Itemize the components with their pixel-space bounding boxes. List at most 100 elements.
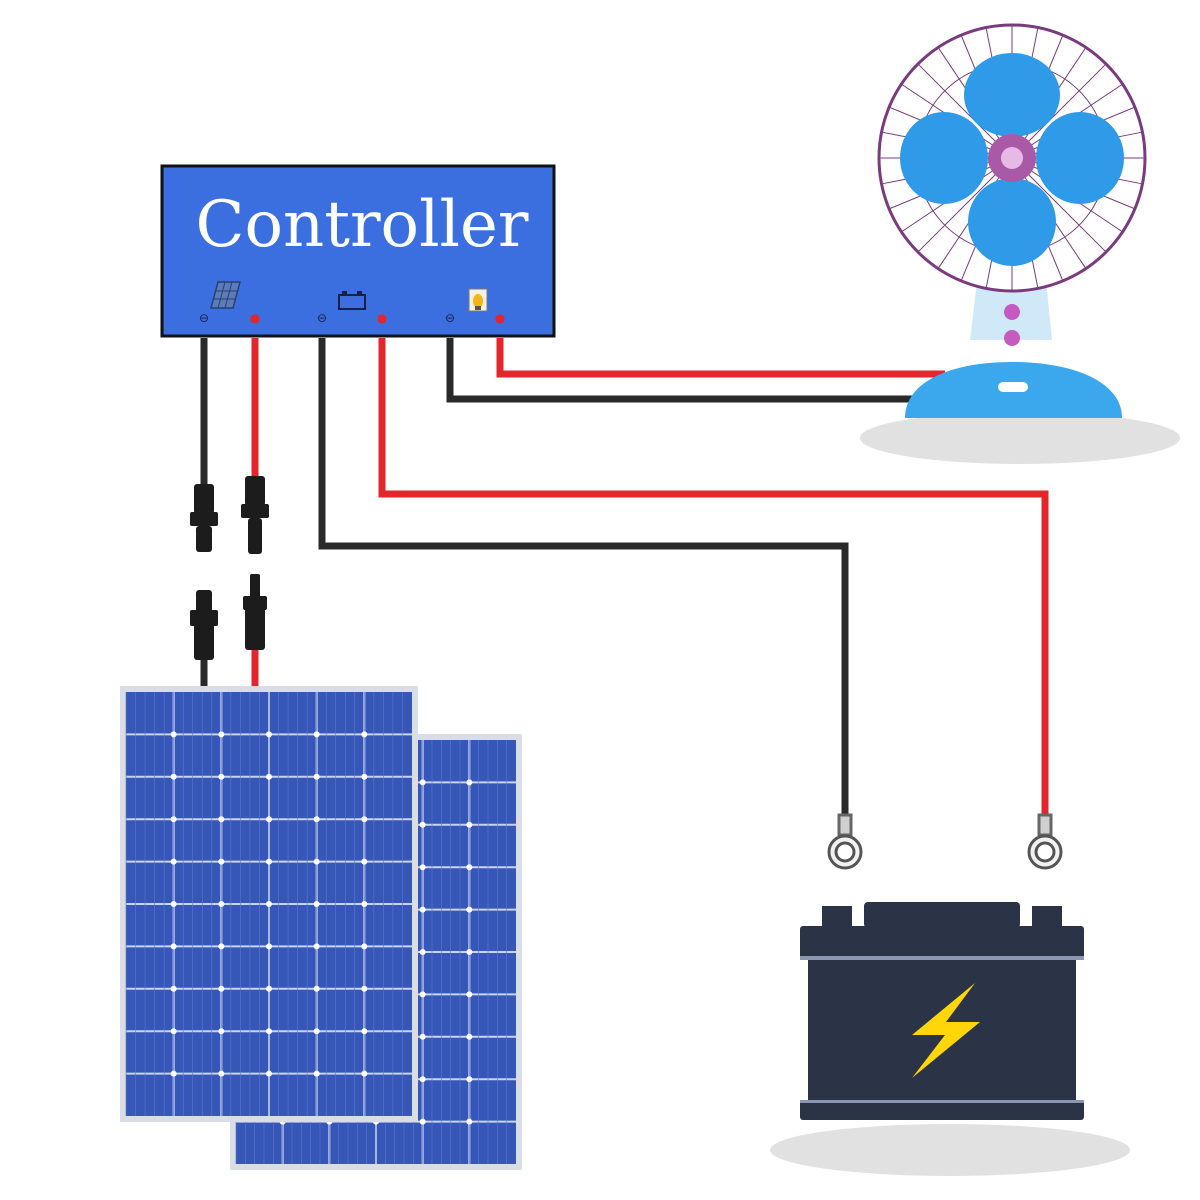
mc4-connectors [190, 476, 269, 660]
cell-junction [218, 816, 225, 823]
cell-junction [218, 773, 225, 780]
cell-junction [466, 821, 473, 828]
cell-junction [466, 949, 473, 955]
fan-button-lower [1004, 330, 1020, 346]
battery-foot [800, 1100, 1084, 1120]
cell-junction [361, 901, 368, 907]
battery-positive-wire [378, 338, 1049, 820]
mc4-connector-solar-positive-upper [241, 476, 269, 554]
load-negative-wire [446, 338, 915, 403]
mc4-connector-solar-positive-lower [243, 574, 267, 650]
cell-junction [313, 816, 320, 823]
cell-junction [419, 864, 426, 871]
cell-junction [466, 1033, 473, 1040]
battery-foot-stripe [800, 1100, 1084, 1103]
cell-junction [266, 943, 272, 950]
cell-junction [466, 779, 473, 786]
cell-junction [419, 991, 426, 998]
fan-shadow [860, 412, 1180, 464]
cell-junction [218, 1070, 225, 1077]
battery-lid-stripe [800, 956, 1084, 960]
cell-junction [313, 1070, 320, 1077]
cell-junction [313, 731, 320, 738]
cell-junction [266, 1028, 272, 1035]
cell-junction [170, 901, 177, 907]
cell-junction [419, 1076, 426, 1083]
ring-terminal-positive [1027, 813, 1063, 870]
cell-junction [218, 901, 225, 907]
ring-terminal-negative [827, 813, 863, 870]
cell-junction [218, 858, 225, 865]
cell-junction [419, 949, 426, 955]
terminal-solar-positive: ● [250, 311, 260, 325]
fan-blade-left [900, 112, 988, 204]
cell-junction [466, 1076, 473, 1083]
battery-negative-wire [318, 338, 849, 820]
cell-junction [266, 816, 272, 823]
cell-junction [218, 985, 225, 992]
wires [200, 338, 1049, 820]
battery-icon [800, 902, 1084, 1120]
cell-junction [170, 731, 177, 738]
cell-junction [361, 858, 368, 865]
fan-blade-bottom [968, 178, 1056, 266]
light-bulb-icon [468, 288, 488, 312]
cell-junction [170, 1028, 177, 1035]
cell-junction [313, 985, 320, 992]
cell-junction [313, 1028, 320, 1035]
terminal-solar-negative: ⊖ [199, 311, 209, 325]
terminal-load-positive: ● [495, 311, 505, 325]
battery-top-cap [864, 902, 1020, 928]
battery-lid [800, 926, 1084, 960]
solar-panel-front-grid [125, 692, 412, 1116]
terminal-battery-negative: ⊖ [317, 311, 327, 325]
cell-junction [466, 864, 473, 871]
terminal-battery-positive: ● [377, 311, 387, 325]
cell-junction [266, 731, 272, 738]
cell-junction [170, 985, 177, 992]
cell-junction [266, 1070, 272, 1077]
battery-terminal-left [822, 906, 852, 928]
cell-junction [170, 816, 177, 823]
cell-junction [419, 821, 426, 828]
cell-junction [419, 906, 426, 913]
fan-blades [900, 53, 1124, 266]
fan-blade-top [964, 53, 1060, 137]
cell-junction [361, 773, 368, 780]
solar-panel-icon [210, 281, 241, 309]
cell-junction [361, 731, 368, 738]
fan-button-upper [1004, 304, 1020, 320]
ring-terminals [827, 813, 1063, 870]
mc4-connector-solar-negative-lower [190, 590, 218, 660]
cell-junction [361, 985, 368, 992]
controller-label: Controller [196, 188, 529, 262]
cell-junction [170, 1070, 177, 1077]
cell-junction [218, 1028, 225, 1035]
cell-junction [170, 943, 177, 950]
cell-junction [361, 943, 368, 950]
cell-junction [419, 1118, 426, 1125]
cell-junction [361, 816, 368, 823]
cell-junction [361, 1070, 368, 1077]
cell-junction [419, 779, 426, 786]
cell-junction [313, 901, 320, 907]
cell-junction [266, 985, 272, 992]
charge-controller: Controller ⊖ ● ⊖ ● ⊖ ● [160, 164, 556, 338]
cell-junction [419, 1033, 426, 1040]
cell-junction [266, 901, 272, 907]
cell-junction [313, 943, 320, 950]
solar-panel-front [120, 686, 418, 1122]
cell-junction [266, 773, 272, 780]
fan-icon [877, 23, 1147, 418]
battery-terminal-right [1032, 906, 1062, 928]
mc4-connector-solar-negative-upper [190, 484, 218, 552]
load-positive-wire [496, 338, 945, 378]
terminal-load-negative: ⊖ [445, 311, 455, 325]
cell-junction [170, 858, 177, 865]
cell-junction [218, 943, 225, 950]
fan-blade-right [1036, 112, 1124, 204]
battery-shadow [770, 1124, 1130, 1176]
battery-icon [338, 291, 366, 310]
cell-junction [313, 773, 320, 780]
